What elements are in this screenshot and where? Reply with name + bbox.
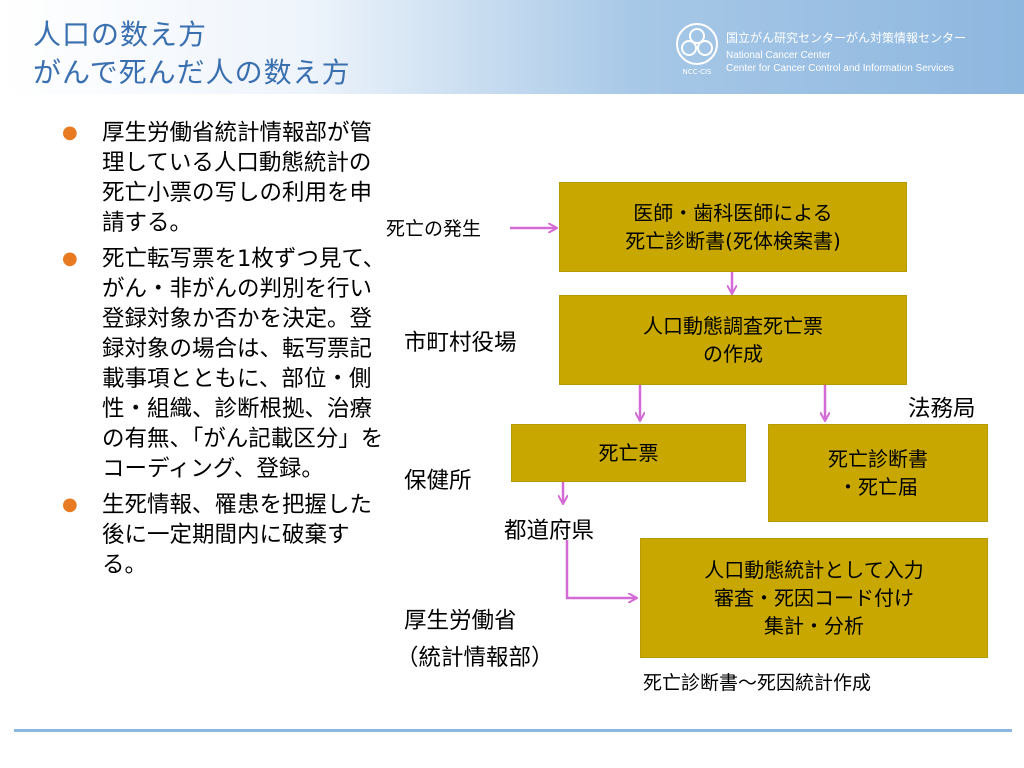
bullet-list: ● 厚生労働省統計情報部が管理している人口動態統計の死亡小票の写しの利用を申請する… xyxy=(62,118,392,586)
bullet-text: 厚生労働省統計情報部が管理している人口動態統計の死亡小票の写しの利用を申請する。 xyxy=(102,120,373,236)
box-death-certificate-line-1: 医師・歯科医師による xyxy=(633,201,833,225)
box-cert-notice: 死亡診断書 ・死亡届 xyxy=(768,424,988,522)
box-death-slip: 死亡票 xyxy=(511,424,746,482)
label-mhlw-department: （統計情報部） xyxy=(396,645,554,671)
bottom-divider xyxy=(14,729,1012,732)
bullet-dot-icon: ● xyxy=(62,248,78,269)
arrow-to-stats xyxy=(565,540,636,598)
title-line-2: がんで死んだ人の数え方 xyxy=(33,56,351,89)
logo-text: NCC-CIS xyxy=(683,68,712,76)
bullet-text: 死亡転写票を1枚ずつ見て、がん・非がんの判別を行い登録対象か否かを決定。登録対象… xyxy=(102,246,386,482)
bullet-item: ● 厚生労働省統計情報部が管理している人口動態統計の死亡小票の写しの利用を申請する… xyxy=(62,118,392,238)
label-health-center: 保健所 xyxy=(404,468,472,494)
box-vital-statistics-line-1: 人口動態統計として入力 xyxy=(704,558,924,582)
label-city-office: 市町村役場 xyxy=(404,330,517,356)
bullet-item: ● 生死情報、罹患を把握した後に一定期間内に破棄する。 xyxy=(62,490,392,580)
bullet-dot-icon: ● xyxy=(62,122,78,143)
header-bar: 人口の数え方 がんで死んだ人の数え方 NCC-CIS 国立がん研究センターがん対… xyxy=(0,0,1024,94)
diagram-caption: 死亡診断書～死因統計作成 xyxy=(643,672,872,694)
bullet-dot-icon: ● xyxy=(62,494,78,515)
box-survey-form-line-2: の作成 xyxy=(703,342,763,366)
org-name-en-1: National Cancer Center xyxy=(726,50,831,61)
label-legal-affairs: 法務局 xyxy=(908,396,976,422)
box-death-certificate-line-2: 死亡診断書(死体検案書) xyxy=(625,229,841,253)
box-vital-statistics-line-2: 審査・死因コード付け xyxy=(714,586,914,610)
box-vital-statistics: 人口動態統計として入力 審査・死因コード付け 集計・分析 xyxy=(640,538,988,658)
box-death-slip-line-1: 死亡票 xyxy=(598,441,659,465)
box-death-certificate: 医師・歯科医師による 死亡診断書(死体検案書) xyxy=(559,182,907,272)
box-survey-form: 人口動態調査死亡票 の作成 xyxy=(559,295,907,385)
bullet-text: 生死情報、罹患を把握した後に一定期間内に破棄する。 xyxy=(102,492,373,578)
ncc-logo-icon: NCC-CIS xyxy=(676,23,718,76)
box-cert-notice-line-2: ・死亡届 xyxy=(838,475,918,499)
label-prefecture: 都道府県 xyxy=(504,518,595,544)
org-name-en-2: Center for Cancer Control and Informatio… xyxy=(726,63,954,74)
title-line-1: 人口の数え方 xyxy=(33,18,208,51)
box-survey-form-line-1: 人口動態調査死亡票 xyxy=(643,314,823,338)
org-name-jp: 国立がん研究センターがん対策情報センター xyxy=(726,31,967,45)
label-death-occurrence: 死亡の発生 xyxy=(386,218,482,240)
label-mhlw: 厚生労働省 xyxy=(404,608,517,634)
box-cert-notice-line-1: 死亡診断書 xyxy=(828,447,928,471)
bullet-item: ● 死亡転写票を1枚ずつ見て、がん・非がんの判別を行い登録対象か否かを決定。登録対… xyxy=(62,244,392,484)
box-vital-statistics-line-3: 集計・分析 xyxy=(764,614,864,638)
